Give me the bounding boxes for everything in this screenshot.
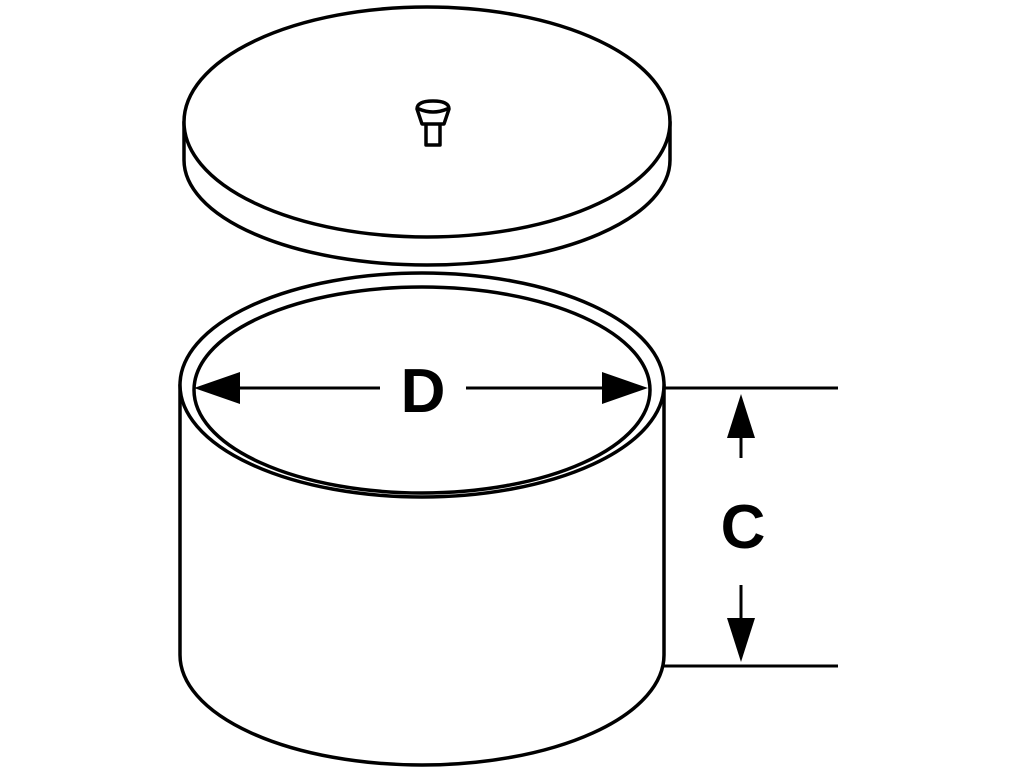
height-arrow-down-icon [727, 618, 755, 662]
diameter-arrow-right-icon [602, 372, 648, 404]
container-body [178, 271, 666, 767]
height-arrow-up-icon [727, 394, 755, 438]
height-label: C [721, 493, 766, 562]
diameter-dimension: D [194, 357, 648, 426]
height-dimension: C [664, 386, 838, 668]
lid [182, 5, 672, 267]
lid-knob-icon [415, 99, 451, 147]
container-inner-rim [192, 285, 652, 495]
diameter-arrow-left-icon [194, 372, 240, 404]
diameter-label: D [401, 357, 446, 426]
